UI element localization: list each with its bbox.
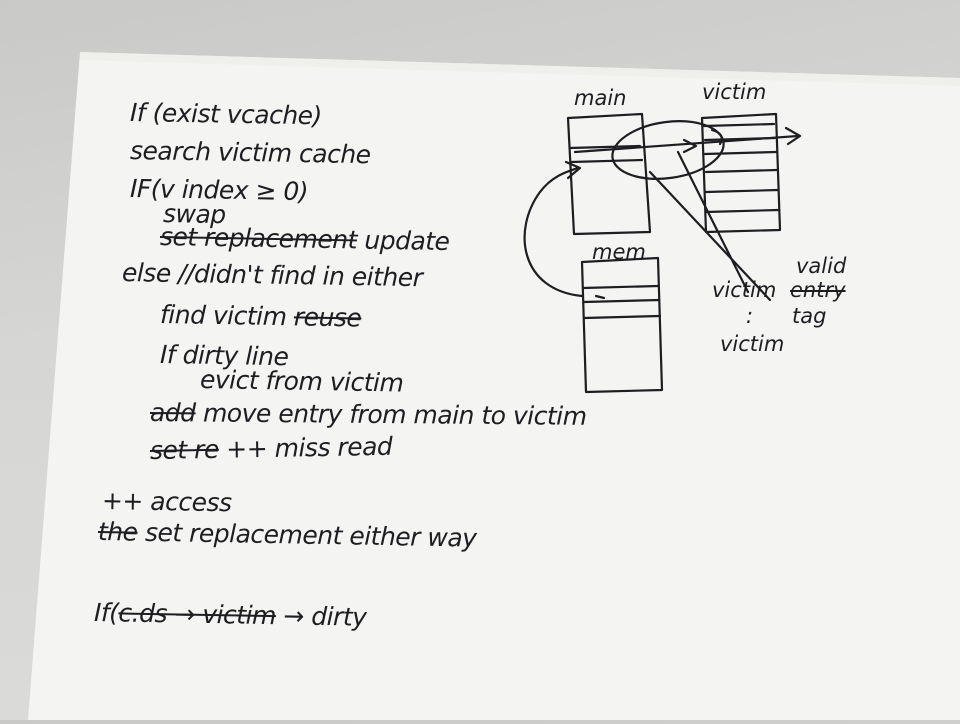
swap-arrow	[573, 134, 800, 154]
swap-arrowhead	[784, 126, 802, 146]
victim-cache-row	[704, 168, 779, 174]
pointer-line	[676, 150, 750, 294]
victim-dots-label: :	[746, 304, 754, 328]
main-cache-row	[569, 158, 644, 164]
victim-cache-box	[700, 112, 782, 234]
fetch-arrowhead	[564, 160, 582, 180]
main-cache-label: main	[574, 86, 627, 110]
memory-row	[582, 314, 662, 320]
victim-cache-row	[704, 188, 780, 194]
memory-mark	[594, 294, 606, 300]
pointer-line	[648, 170, 772, 302]
victim-to-label: victim	[720, 332, 785, 356]
tag-field-label: tag	[792, 304, 827, 328]
victim-cache-label: victim	[702, 80, 767, 104]
victim-cache-row	[704, 208, 780, 214]
memory-box	[580, 256, 664, 394]
entry-field-label: entry	[790, 278, 846, 302]
swap-hook	[710, 128, 723, 146]
memory-row	[581, 284, 660, 290]
main-cache-box	[566, 112, 652, 236]
valid-field-label: valid	[796, 254, 847, 278]
main-cache-row	[568, 144, 642, 150]
memory-row	[582, 298, 661, 304]
swap-arrowhead	[682, 138, 698, 154]
victim-cache-row	[702, 122, 776, 128]
victim-cache-row	[703, 150, 778, 156]
memory-label: mem	[592, 240, 646, 264]
fetch-arrow	[523, 166, 584, 298]
victim-from-label: victim	[712, 278, 777, 302]
